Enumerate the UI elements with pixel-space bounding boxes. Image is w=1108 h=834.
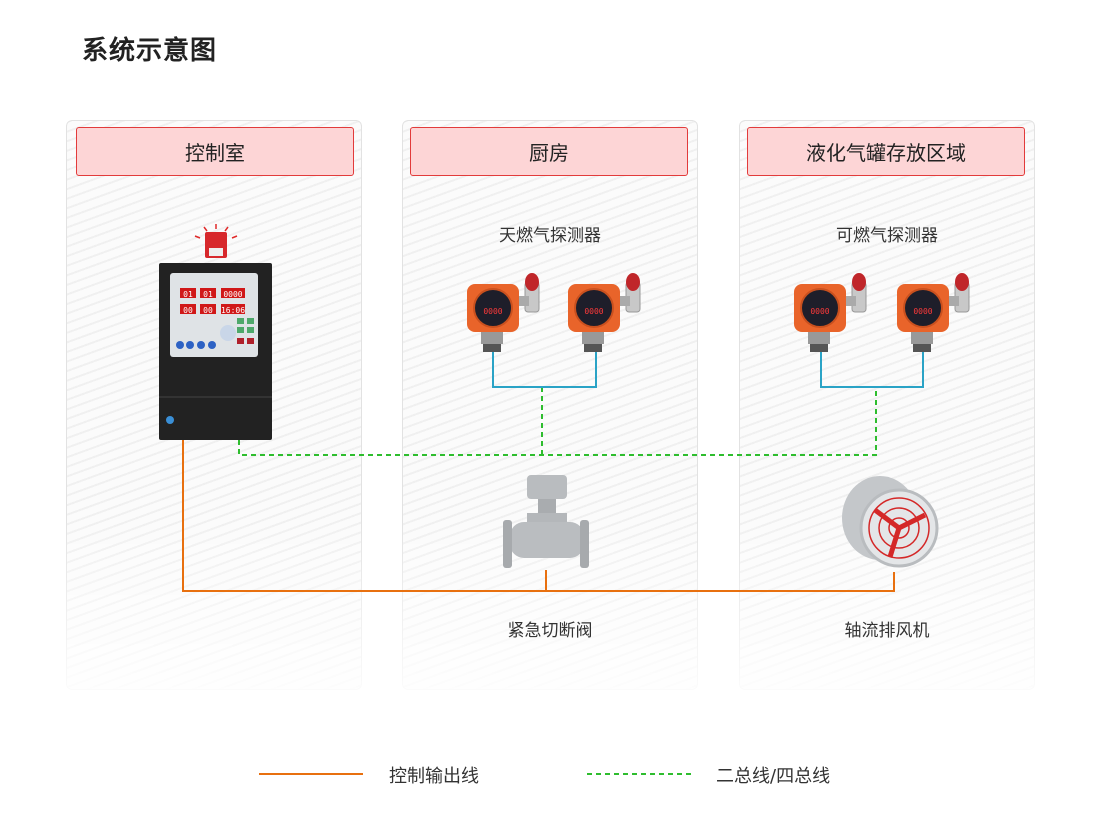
zone-header-kitchen: 厨房 — [410, 127, 688, 176]
kitchen-detector-1 — [466, 272, 540, 353]
lpg-detector-label: 可燃气探测器 — [836, 226, 938, 246]
page-title: 系统示意图 — [82, 36, 218, 66]
kitchen-detector-2 — [567, 272, 641, 353]
lpg-detector-1 — [793, 272, 867, 353]
display-6: 16:06 — [221, 306, 245, 315]
kitchen-detector-link — [492, 352, 597, 388]
zone-kitchen — [402, 120, 698, 690]
detector-display: 0000 — [584, 307, 603, 316]
zone-header-control-room: 控制室 — [76, 127, 354, 176]
fan-label: 轴流排风机 — [844, 621, 930, 641]
exhaust-fan — [842, 476, 939, 568]
alarm-strobe-icon — [194, 224, 238, 258]
legend-bus-label: 二总线/四总线 — [716, 766, 831, 787]
valve-label: 紧急切断阀 — [507, 621, 593, 641]
zone-lpg-storage — [739, 120, 1035, 690]
display-1: 01 — [183, 290, 193, 299]
legend-control-label: 控制输出线 — [389, 766, 479, 787]
zone-header-lpg-storage: 液化气罐存放区域 — [747, 127, 1025, 176]
lpg-detector-2 — [896, 272, 970, 353]
detector-display: 0000 — [810, 307, 829, 316]
kitchen-detector-label: 天燃气探测器 — [499, 226, 601, 246]
detector-display: 0000 — [483, 307, 502, 316]
detector-display: 0000 — [913, 307, 932, 316]
display-3: 0000 — [223, 290, 242, 299]
display-5: 00 — [203, 306, 213, 315]
display-2: 01 — [203, 290, 213, 299]
shutoff-valve — [503, 475, 589, 568]
display-4: 00 — [183, 306, 193, 315]
lpg-detector-link — [820, 352, 924, 388]
alarm-controller: 01 01 0000 00 00 16:06 — [159, 263, 272, 440]
bus-line — [238, 388, 877, 456]
control-output-line — [182, 440, 895, 592]
